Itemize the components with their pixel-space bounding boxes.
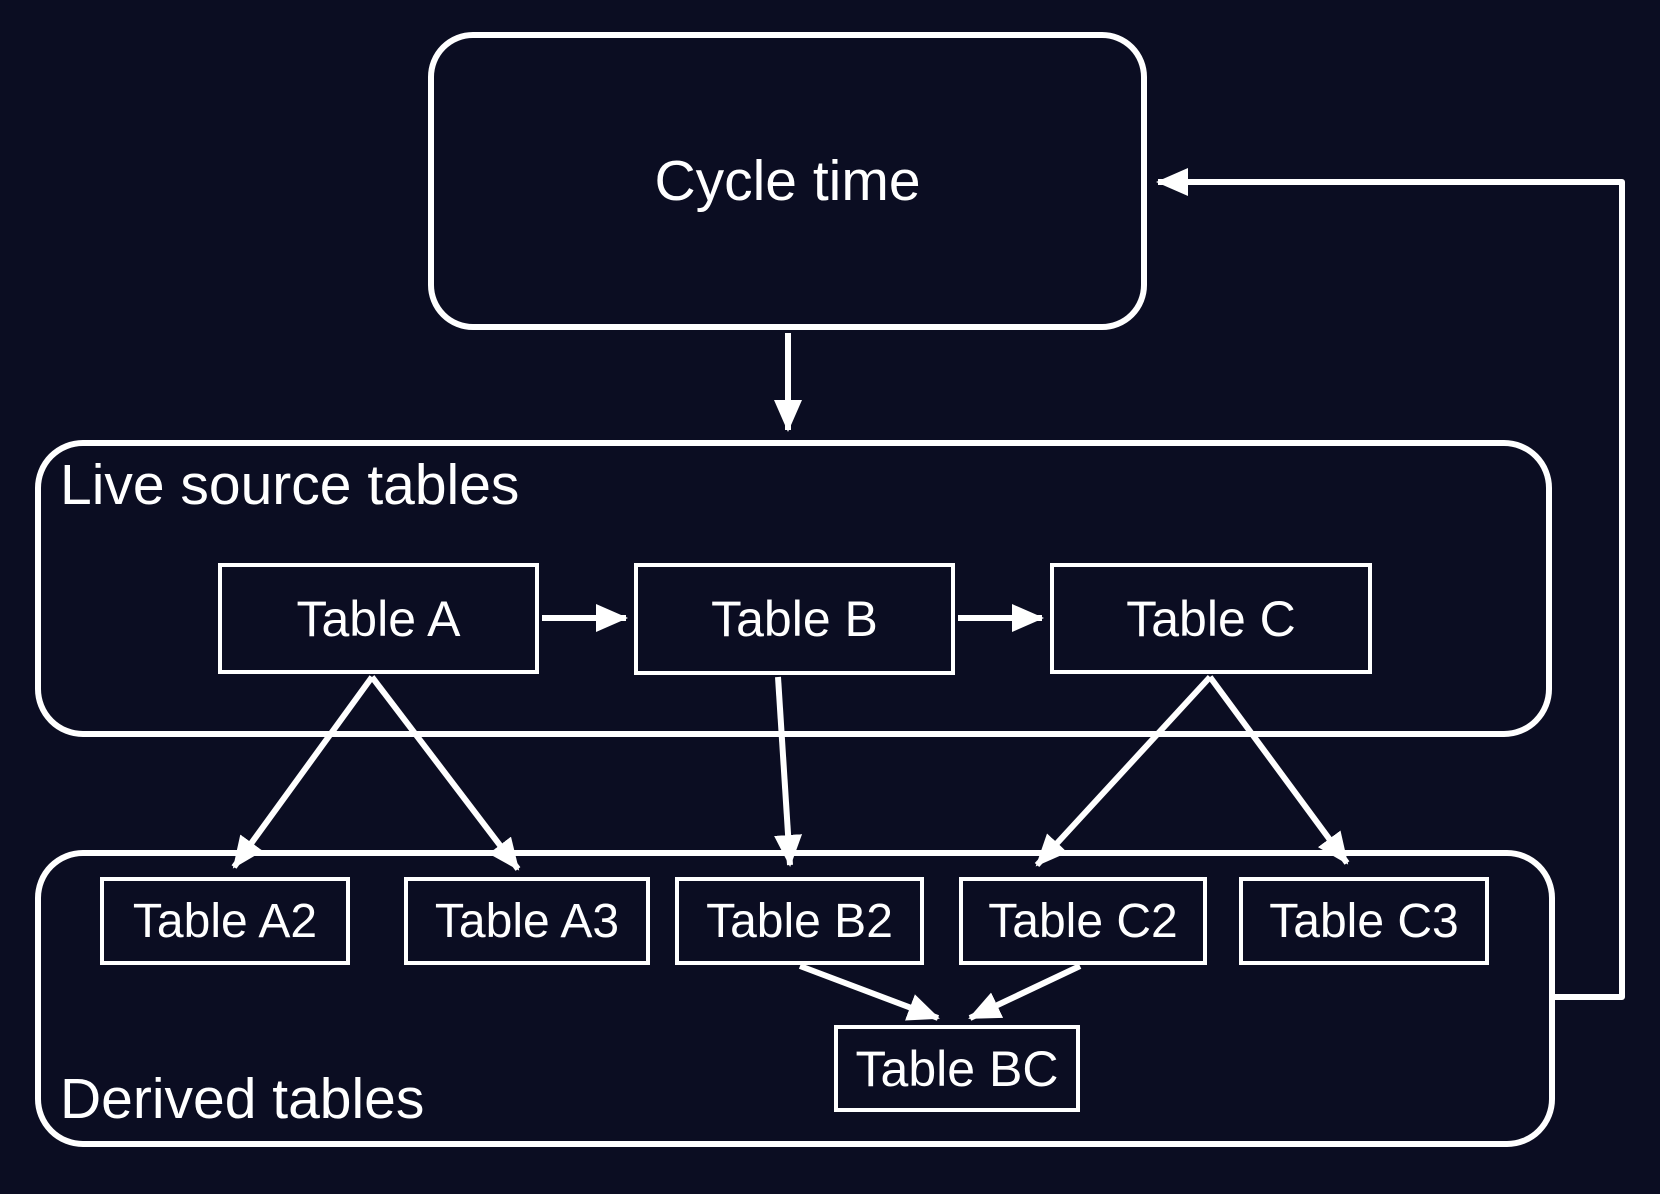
node-table-a3: Table A3 — [404, 877, 650, 965]
node-table-c3-label: Table C3 — [1269, 894, 1459, 948]
node-table-b: Table B — [634, 563, 955, 675]
live-source-tables-label: Live source tables — [60, 453, 520, 517]
node-table-a: Table A — [218, 563, 539, 674]
node-table-a2: Table A2 — [100, 877, 350, 965]
node-table-c-label: Table C — [1126, 590, 1296, 647]
cycle-time-node: Cycle time — [428, 32, 1147, 330]
node-table-b2-label: Table B2 — [706, 894, 893, 948]
node-table-b-label: Table B — [711, 591, 878, 647]
node-table-c3: Table C3 — [1239, 877, 1489, 965]
node-table-c2: Table C2 — [959, 877, 1207, 965]
node-table-a-label: Table A — [296, 590, 461, 647]
node-table-bc: Table BC — [834, 1025, 1080, 1112]
live-source-tables-group — [35, 440, 1552, 737]
node-table-c: Table C — [1050, 563, 1372, 674]
cycle-time-label: Cycle time — [654, 149, 921, 213]
node-table-b2: Table B2 — [675, 877, 924, 965]
node-table-bc-label: Table BC — [855, 1040, 1059, 1097]
node-table-c2-label: Table C2 — [988, 894, 1178, 948]
derived-tables-group — [35, 850, 1555, 1147]
node-table-a3-label: Table A3 — [434, 894, 620, 948]
derived-tables-label: Derived tables — [60, 1067, 425, 1131]
node-table-a2-label: Table A2 — [132, 894, 318, 948]
